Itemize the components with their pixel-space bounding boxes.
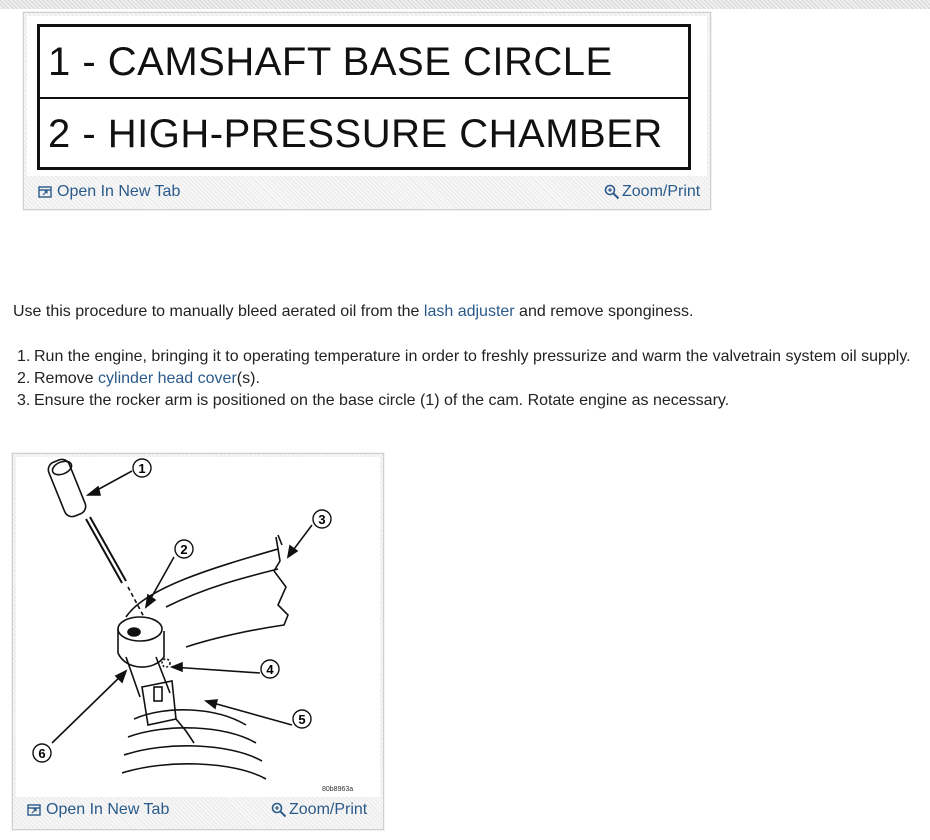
open-in-new-tab-label: Open In New Tab (46, 801, 170, 818)
lash-adjuster-link[interactable]: lash adjuster (423, 303, 515, 320)
rocker-arm-illustration: 1 2 3 4 5 6 80b8963a (16, 457, 380, 797)
step-text-before: Remove (34, 370, 99, 387)
magnifier-icon (271, 802, 287, 818)
zoom-print-link[interactable]: Zoom/Print (604, 183, 700, 201)
step-text-after: (s). (236, 370, 260, 387)
zoom-print-label: Zoom/Print (289, 801, 368, 818)
legend-figure: 1 - CAMSHAFT BASE CIRCLE 2 - HIGH-PRESSU… (23, 12, 711, 210)
rocker-arm-drawing: 1 2 3 4 5 6 80b8963a (32, 458, 353, 793)
callout-4: 4 (266, 662, 274, 677)
magnifier-icon (604, 184, 620, 200)
top-pattern-bar (0, 0, 930, 9)
legend-figure-image: 1 - CAMSHAFT BASE CIRCLE 2 - HIGH-PRESSU… (27, 16, 707, 176)
callout-2: 2 (180, 542, 187, 557)
open-new-tab-icon (27, 804, 41, 816)
open-in-new-tab-link[interactable]: Open In New Tab (38, 183, 180, 201)
callout-1: 1 (138, 461, 145, 476)
figure-footer: Open In New Tab Zoom/Print (24, 181, 710, 205)
step-text: Ensure the rocker arm is positioned on t… (34, 392, 730, 409)
zoom-print-label: Zoom/Print (622, 183, 701, 200)
step-number: 3. (17, 392, 31, 409)
legend-row: 1 - CAMSHAFT BASE CIRCLE (40, 27, 688, 99)
open-in-new-tab-label: Open In New Tab (57, 183, 181, 200)
open-in-new-tab-link[interactable]: Open In New Tab (27, 801, 169, 819)
cylinder-head-cover-link[interactable]: cylinder head cover (98, 370, 237, 387)
intro-text-before: Use this procedure to manually bleed aer… (13, 303, 424, 320)
rocker-arm-figure: 1 2 3 4 5 6 80b8963a Open In New Tab (12, 453, 384, 830)
callout-5: 5 (298, 712, 305, 727)
figure-footer: Open In New Tab Zoom/Print (13, 799, 383, 823)
step-text: Run the engine, bringing it to operating… (34, 348, 911, 365)
step-text: Remove cylinder head cover(s). (34, 368, 260, 390)
open-new-tab-icon (38, 186, 52, 198)
callout-6: 6 (38, 746, 45, 761)
intro-paragraph: Use this procedure to manually bleed aer… (13, 303, 693, 321)
callout-3: 3 (318, 512, 325, 527)
legend-table: 1 - CAMSHAFT BASE CIRCLE 2 - HIGH-PRESSU… (37, 24, 691, 170)
figure-code: 80b8963a (322, 786, 353, 793)
step-number: 2. (17, 370, 31, 387)
intro-text-after: and remove sponginess. (514, 303, 694, 320)
legend-row: 2 - HIGH-PRESSURE CHAMBER (48, 111, 663, 156)
zoom-print-link[interactable]: Zoom/Print (271, 801, 367, 819)
callouts: 1 2 3 4 5 6 (32, 458, 332, 763)
tool-handle-shape (47, 458, 87, 518)
step-number: 1. (17, 348, 31, 365)
